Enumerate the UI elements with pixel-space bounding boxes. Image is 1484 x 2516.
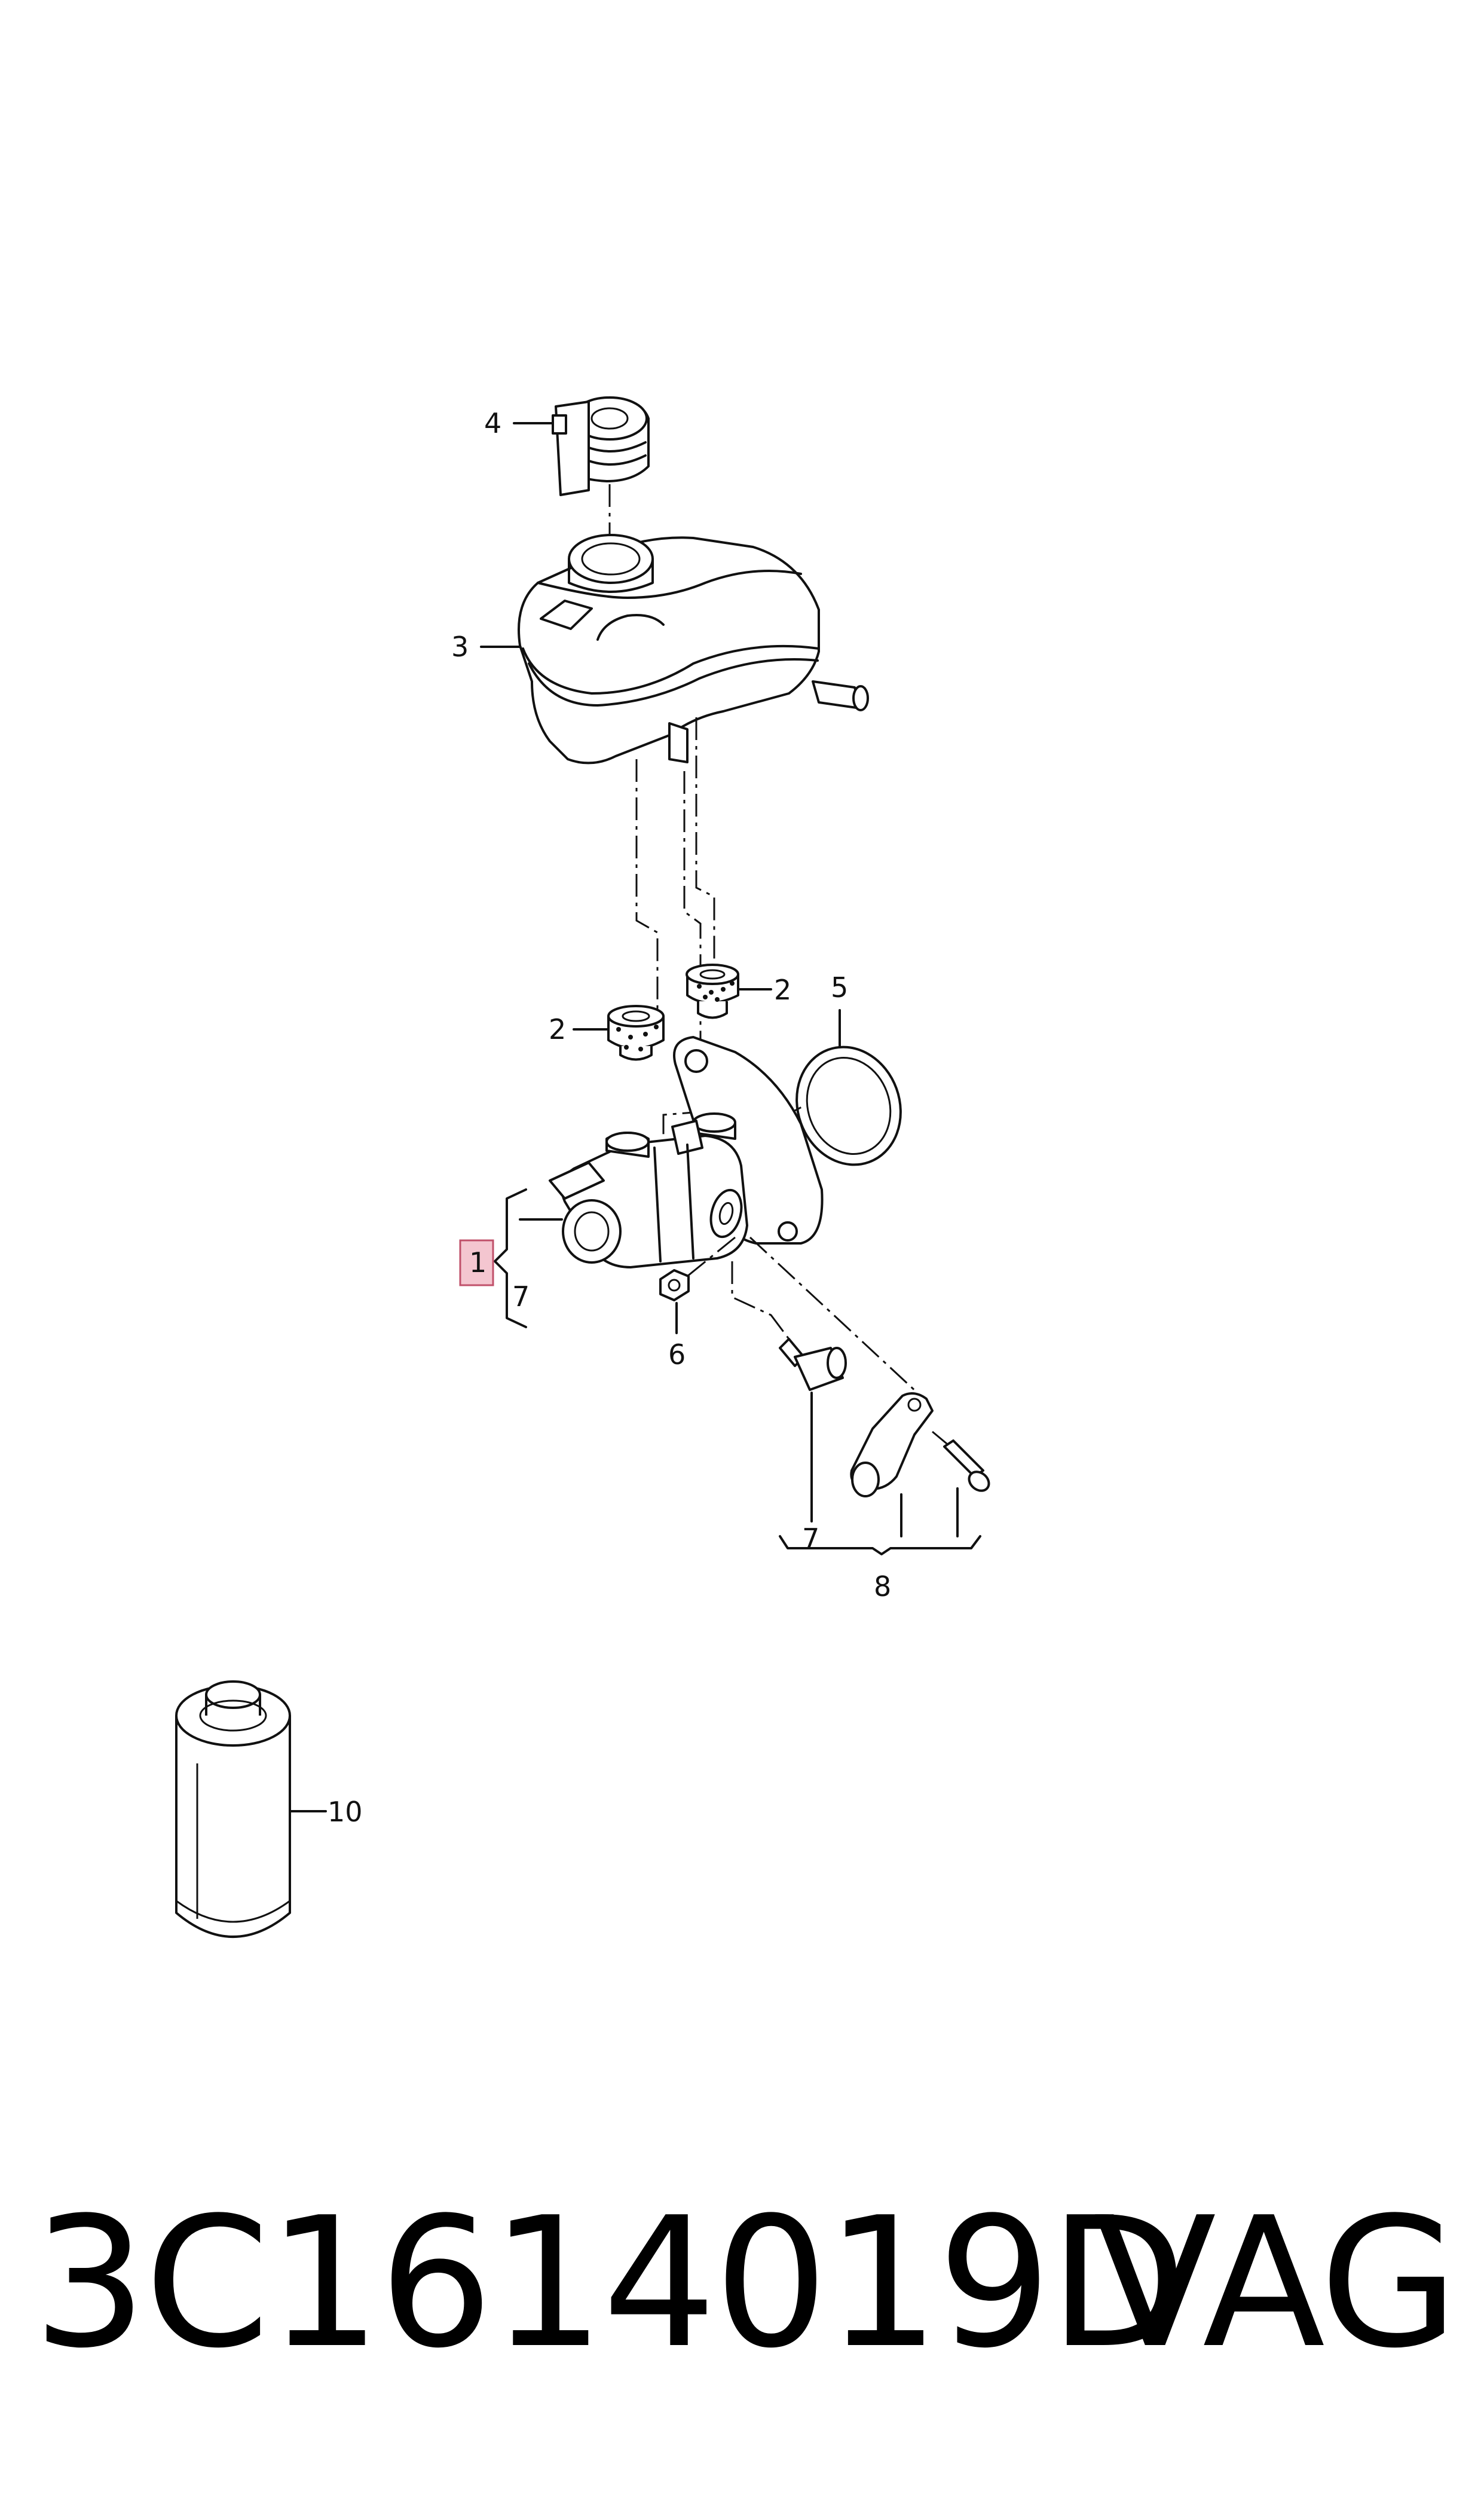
callout-5: 5: [831, 971, 848, 1004]
sensor-bracket: [850, 1392, 934, 1497]
callout-4: 4: [484, 407, 501, 439]
fluid-reservoir: [518, 534, 869, 765]
assembly-line-left: [635, 759, 659, 1016]
callout-6: 6: [668, 1338, 686, 1371]
callout-2a: 2: [549, 1013, 566, 1045]
reservoir-cap: [552, 396, 650, 496]
master-cylinder: [549, 1036, 824, 1268]
nut: [659, 1269, 690, 1301]
grommet-upper: [686, 964, 739, 1019]
callout-10: 10: [328, 1796, 363, 1828]
bracket-1-7: [494, 1188, 527, 1328]
exploded-parts-diagram: 4 3 2 2: [175, 396, 990, 1938]
callout-7b: 7: [802, 1523, 819, 1555]
callout-2b: 2: [774, 974, 791, 1006]
callout-3: 3: [451, 631, 469, 663]
callout-8: 8: [874, 1570, 891, 1603]
bracket-bolt: [932, 1430, 990, 1492]
brake-fluid-bottle: [175, 1680, 291, 1938]
callout-1: 1: [469, 1246, 486, 1279]
brand-name: VAG: [1094, 2179, 1458, 2387]
assembly-line-nut: [687, 1236, 736, 1277]
bracket-8: [779, 1535, 981, 1555]
assembly-line-sensor-7: [731, 1261, 790, 1340]
assembly-line-sensor: [662, 771, 702, 1136]
highlight-callout-1: [459, 1239, 494, 1286]
assembly-line-right: [695, 717, 715, 968]
pressure-sensor: [779, 1338, 847, 1391]
grommet-lower: [607, 1005, 665, 1061]
part-number: 3C1614019D: [33, 2179, 1187, 2387]
callout-7a: 7: [512, 1280, 530, 1313]
